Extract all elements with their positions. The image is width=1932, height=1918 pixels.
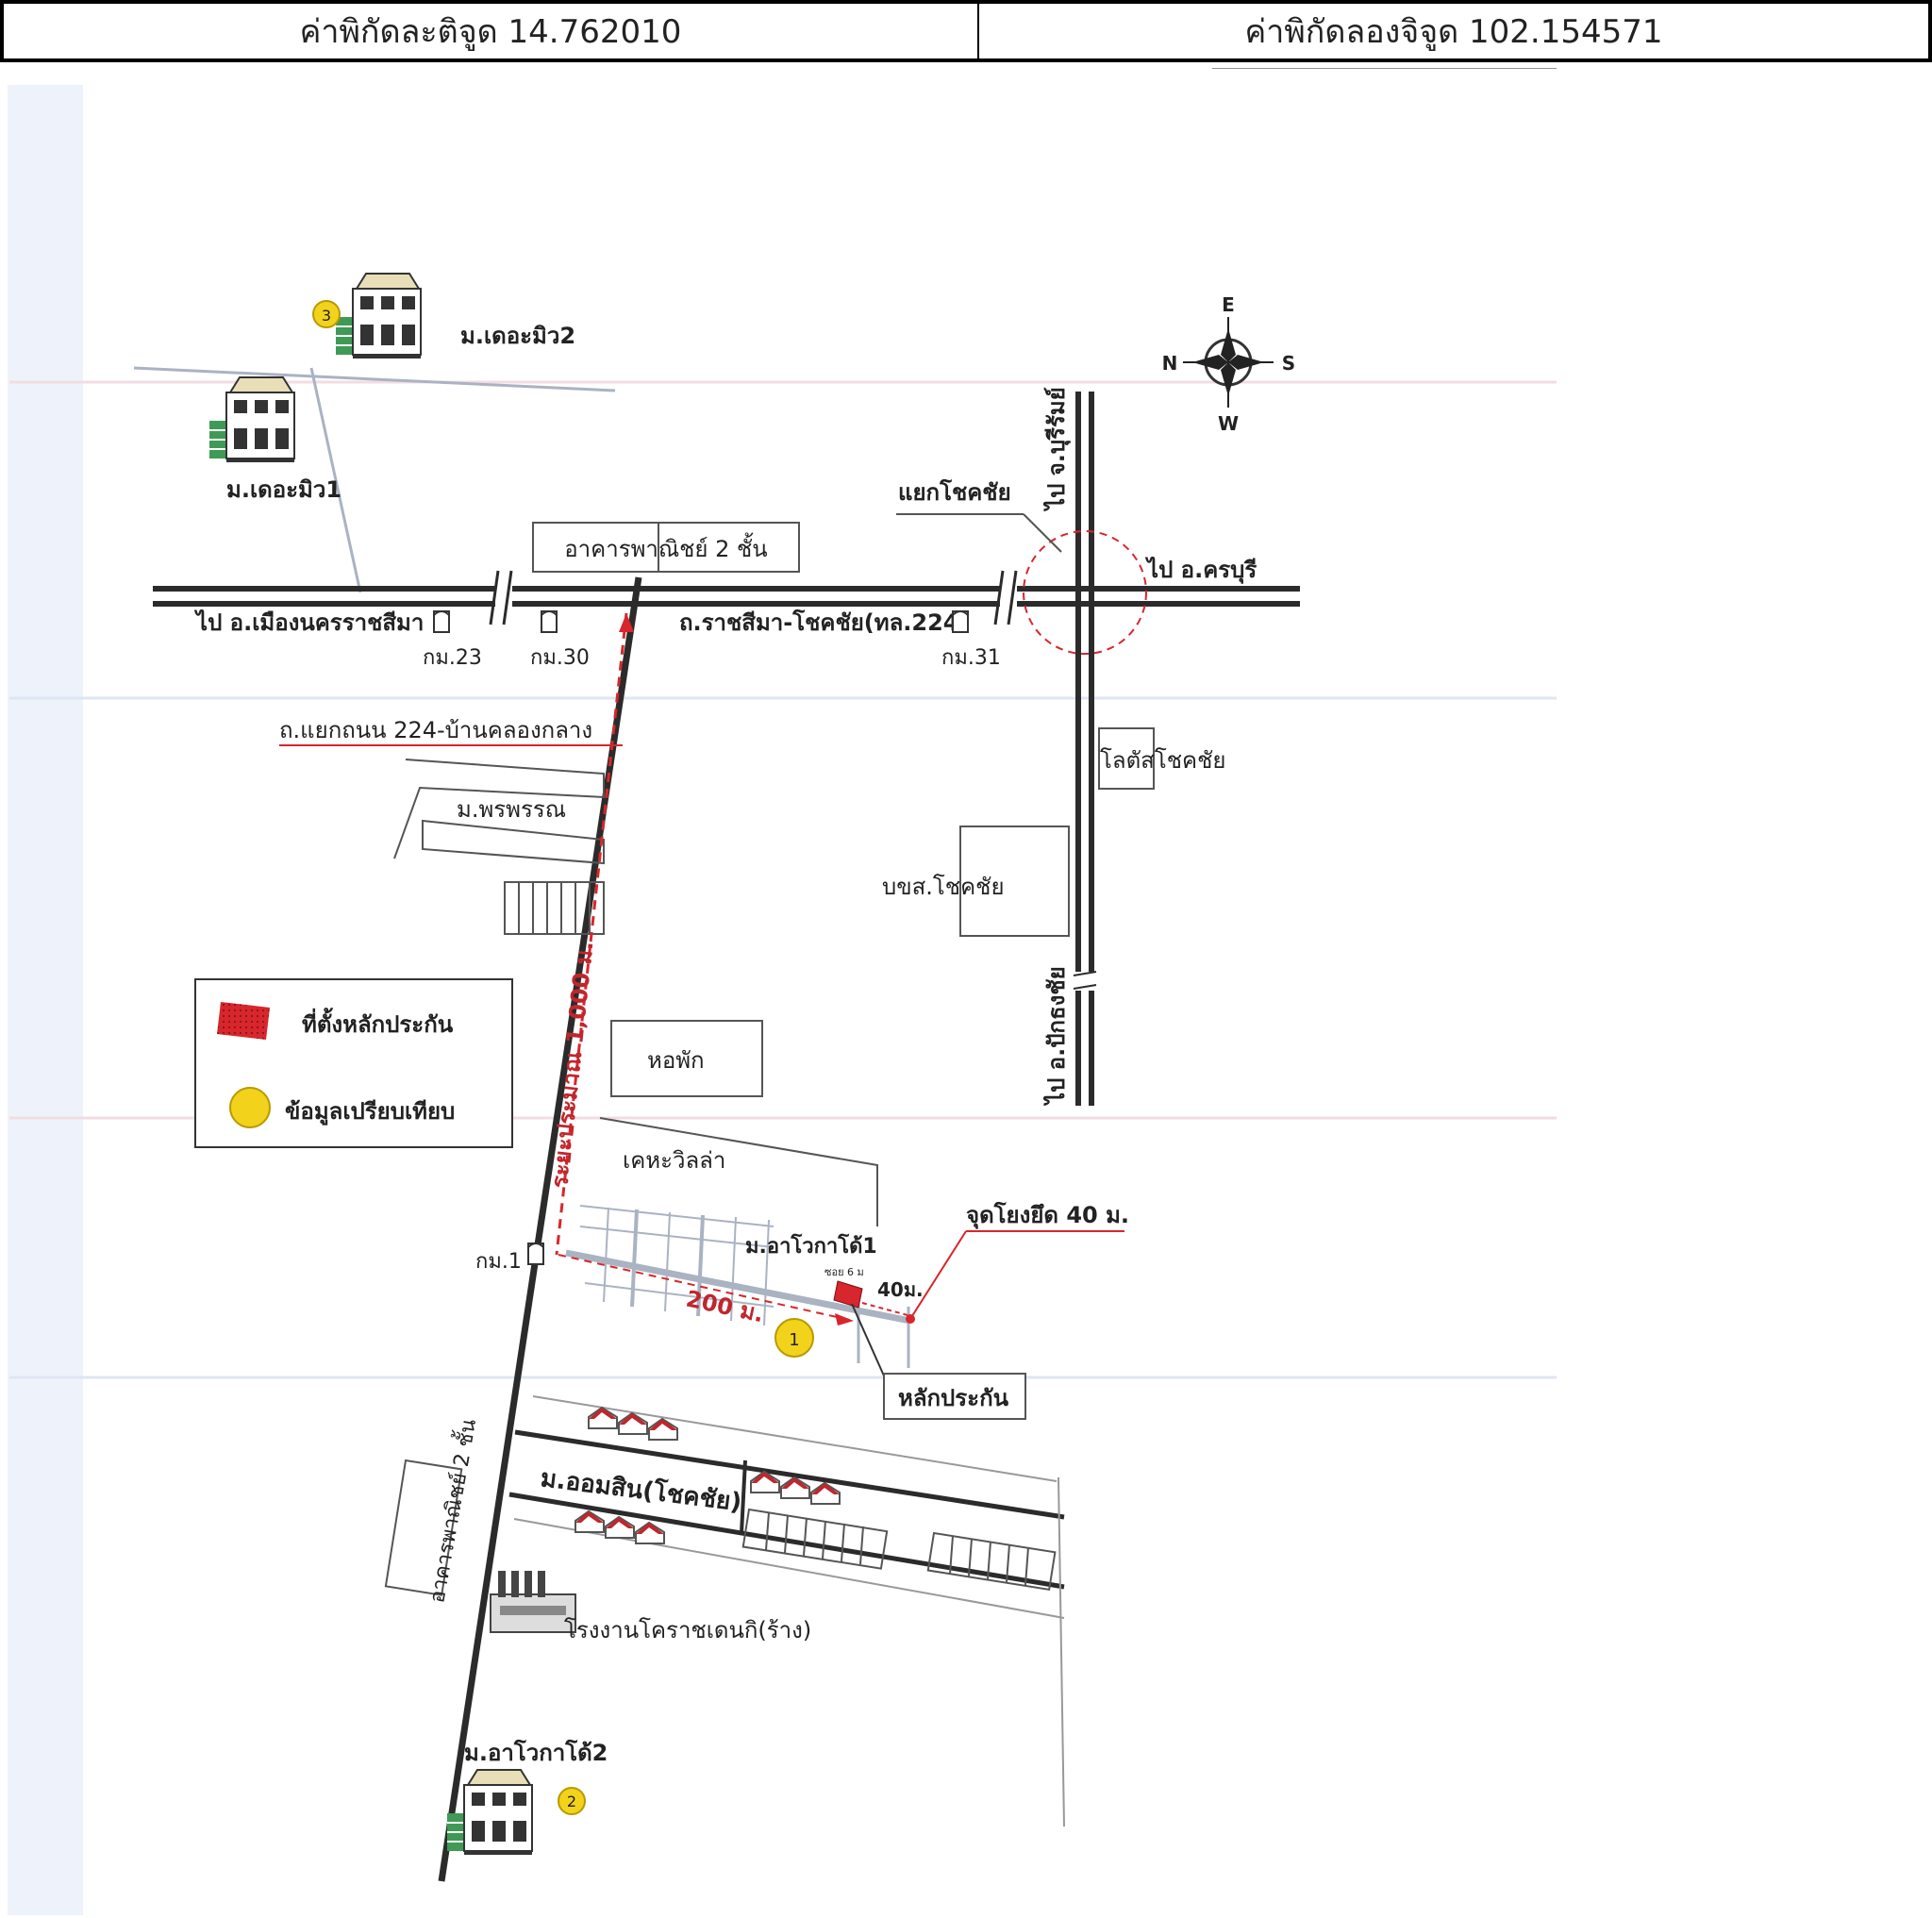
compass-n: N [1162, 352, 1178, 375]
house-icon [575, 1510, 605, 1533]
label-commercial-2-floor: อาคารพาณิชย์ 2 ชั้น [564, 532, 767, 562]
road-minor [309, 367, 362, 593]
marker-1 [774, 1318, 814, 1358]
collateral-callout-leader [851, 1303, 888, 1383]
legend-comparison-icon [229, 1087, 271, 1128]
label-branch-road: ถ.แยกถนน 224-บ้านคลองกลาง [279, 717, 592, 743]
legend-collateral-icon [217, 1002, 270, 1040]
label-km1: กม.1 [475, 1250, 522, 1274]
label-access-point: จุดโยงยึด 40 ม. [966, 1201, 1129, 1230]
village-phon-phon-lots [504, 881, 605, 935]
road-break [495, 571, 512, 623]
village-phon-phon-outline [422, 819, 605, 865]
scan-band [8, 85, 83, 1915]
house-icon [750, 1471, 780, 1493]
road-break [1000, 571, 1017, 623]
km-post-icon [952, 610, 969, 633]
label-collateral: หลักประกัน [898, 1385, 1009, 1411]
km-post-icon [433, 610, 450, 633]
label-km23: กม.23 [423, 646, 482, 670]
house-icon [588, 1407, 618, 1429]
label-phon-phon: ม.พรพรรณ [457, 796, 566, 823]
village-phon-phon-outline [393, 759, 605, 859]
label-bus-terminal: บขส.โชคชัย [882, 874, 1005, 900]
label-korat-factory: โรงงานโคราชเดนกิ(ร้าง) [564, 1617, 811, 1643]
leader-line [1023, 513, 1062, 553]
latitude-label: ค่าพิกัดละติจูด 14.762010 [299, 13, 682, 51]
arvo-gado1-block [565, 1205, 911, 1368]
legend-collateral-label: ที่ตั้งหลักประกัน [302, 1007, 454, 1038]
commercial-building-box [532, 522, 800, 573]
label-the-muse1: ม.เดอะมิว1 [226, 476, 341, 503]
label-choke-chai-junction: แยกโชคชัย [898, 478, 1011, 506]
label-the-muse2: ม.เดอะมิว2 [460, 323, 575, 349]
km-post-icon [541, 610, 558, 633]
longitude-label: ค่าพิกัดลองจิจูด 102.154571 [1244, 13, 1663, 51]
label-aom-sin: ม.ออมสิน(โชคชัย) [539, 1462, 743, 1517]
house-the-muse1-icon [208, 376, 295, 463]
km-post-icon [527, 1243, 544, 1265]
distance-200-line [558, 1254, 855, 1322]
label-soi: ซอย 6 ม [824, 1266, 864, 1278]
house-icon [618, 1412, 648, 1435]
label-arvo-gado1: ม.อาโวกาโด้1 [745, 1233, 877, 1259]
marker-2 [558, 1787, 586, 1815]
house-icon [780, 1476, 810, 1499]
house-icon [648, 1418, 678, 1441]
marker-3 [312, 300, 341, 328]
label-to-pak-thong-chai: ไป อ.ปักธงชัย [1042, 966, 1070, 1107]
dormitory-box [610, 1020, 763, 1097]
compass-s: S [1282, 352, 1295, 375]
access-point-dot [906, 1314, 915, 1324]
road-break-mark [489, 570, 513, 625]
legend: ที่ตั้งหลักประกัน ข้อมูลเปรียบเทียบ [194, 978, 513, 1148]
marker-2-text: 2 [567, 1793, 576, 1810]
lotus-building [1098, 727, 1155, 790]
label-km30: กม.30 [530, 646, 590, 670]
commercial-vertical-box [384, 1459, 463, 1596]
factory-icon [490, 1571, 576, 1633]
coordinate-header: ค่าพิกัดละติจูด 14.762010 ค่าพิกัดลองจิจ… [0, 0, 1932, 68]
bus-terminal-box [959, 826, 1070, 937]
distance-arrowhead [835, 1313, 854, 1326]
label-main-road: ถ.ราชสีมา-โชคชัย(ทล.224) [679, 609, 969, 636]
road-break-mark [993, 570, 1018, 625]
compass-w: W [1218, 412, 1239, 435]
house-icon [810, 1482, 841, 1505]
label-to-khon-buri: ไป อ.ครบุรี [1144, 556, 1257, 585]
label-distance-1000: ระยะประมาณ 1,000 ม. [546, 940, 598, 1189]
road-break-mark [1073, 971, 1097, 990]
marker-3-text: 3 [322, 307, 331, 325]
house-icon [605, 1516, 635, 1539]
compass-e: E [1222, 293, 1235, 316]
marker-1-text: 1 [789, 1330, 799, 1350]
label-to-buriram: ไป จ.บุรีรัมย์ [1042, 387, 1072, 512]
longitude-cell: ค่าพิกัดลองจิจูด 102.154571 [977, 0, 1932, 62]
legend-comparison-label: ข้อมูลเปรียบเทียบ [285, 1098, 455, 1126]
collateral-callout-box [883, 1373, 1026, 1420]
location-map: E W N S 3 ม.เดอะมิว2 ม.เดอะมิว1 อาคารพาณ… [0, 68, 1932, 1918]
collateral-parcel [833, 1280, 863, 1309]
junction-circle [1023, 530, 1147, 655]
access-point-leader [909, 1230, 967, 1320]
label-km31: กม.31 [941, 646, 1001, 670]
label-dormitory: หอพัก [647, 1047, 705, 1074]
distance-arrowhead [619, 613, 634, 632]
label-distance-40: 40ม. [877, 1278, 924, 1301]
road-minor [133, 366, 616, 392]
distance-1000-line [555, 612, 628, 1256]
house-the-muse2-icon [335, 273, 422, 359]
latitude-cell: ค่าพิกัดละติจูด 14.762010 [0, 0, 979, 62]
compass-rose: E W N S [1162, 293, 1296, 435]
label-arvo-gado2: ม.อาโวกาโด้2 [464, 1739, 608, 1766]
label-deha-villa: เคหะวิลล่า [623, 1147, 725, 1174]
house-icon [635, 1522, 665, 1544]
house-arvo-gado2-icon [446, 1769, 533, 1856]
label-lotus: โลตัสโชคชัย [1100, 747, 1225, 774]
label-to-mueang: ไป อ.เมืองนครราชสีมา [193, 609, 424, 636]
deha-villa-outline [599, 1117, 878, 1226]
